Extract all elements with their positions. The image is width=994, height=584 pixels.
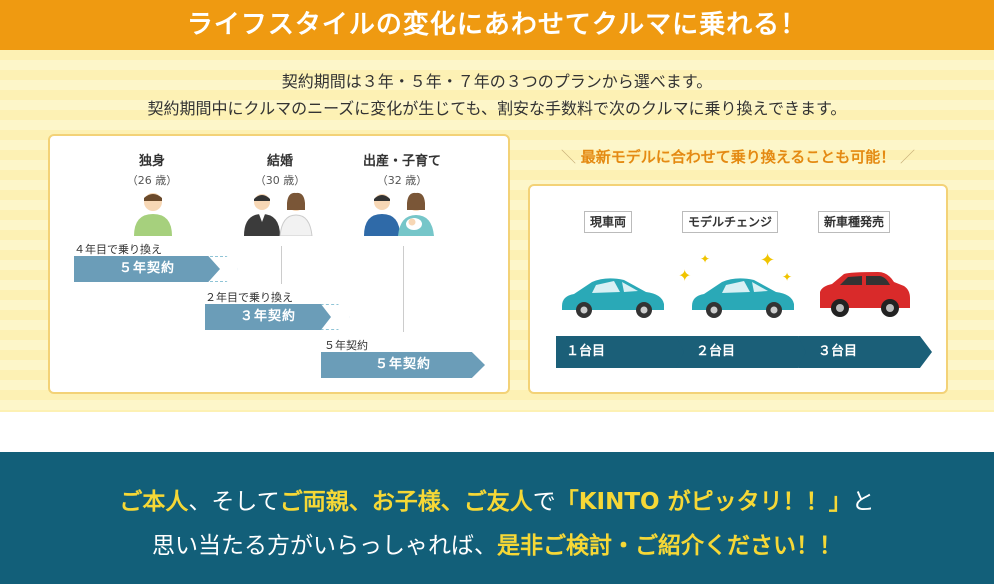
message-text: 思い当たる方がいらっしゃれば、 [152,533,497,559]
remaining-term-outline [200,256,238,282]
stage-marriage: 結婚 （30 歳） [240,150,320,188]
models-title: ＼ 最新モデルに合わせて乗り換えることも可能！ ／ [560,148,916,166]
stage-age: （26 歳） [126,174,178,187]
step-1: １台目 [556,336,690,368]
intro-line-2: 契約期間中にクルマのニーズに変化が生じても、割安な手数料で次のクルマに乗り換えで… [147,99,847,118]
contract-bar: ３年契約 [205,304,331,330]
step-2: ２台目 [676,336,810,368]
stage-title: 結婚 [266,154,293,169]
sparkle-icon: ✦ [678,266,692,285]
banner-title: ライフスタイルの変化にあわせてクルマに乗れる！ [0,0,994,50]
sparkle-icon: ✦ [782,270,793,284]
message-box [0,452,994,584]
bar-caption: ５年契約 [324,339,368,352]
car-1-icon [562,278,664,318]
car-3-icon [820,272,910,317]
timeline-divider [281,246,282,284]
tag-current-car: 現車両 [584,211,633,233]
stage-title: 出産・子育て [362,154,441,169]
message-highlight: 「KINTO がピッタリ！！」 [555,489,852,515]
stage-childcare: 出産・子育て （32 歳） [352,150,452,188]
stage-age: （32 歳） [376,174,428,187]
message-line-1: ご本人、そしてご両親、お子様、ご友人で「KINTO がピッタリ！！」と [0,482,994,516]
models-title-text: 最新モデルに合わせて乗り換えることも可能！ [580,148,896,166]
message-highlight: 是非ご検討・ご紹介ください！！ [497,533,842,559]
timeline-divider [403,246,404,332]
sparkle-icon: ✦ [700,252,711,266]
tag-model-change: モデルチェンジ [682,211,779,233]
car-2-icon [692,278,794,318]
single-person-icon [134,193,172,236]
contract-bar: ５年契約 [74,256,220,282]
bar-caption: ２年目で乗り換え [205,291,293,304]
stage-title: 独身 [138,154,165,169]
message-text: と [851,489,875,515]
family-icon [364,192,434,236]
intro-line-1: 契約期間は３年・５年・７年の３つのプランから選べます。 [281,72,713,91]
stage-single: 独身 （26 歳） [112,150,192,188]
contract-bar: ５年契約 [321,352,485,378]
step-3: ３台目 [798,336,932,368]
bar-caption: ４年目で乗り換え [74,243,162,256]
message-highlight: ご本人 [119,489,189,515]
message-text: 、そして [188,489,280,515]
remaining-term-outline [310,304,350,330]
tag-new-model: 新車種発売 [818,211,891,233]
couple-icon [244,192,313,236]
message-highlight: ご両親、お子様、ご友人 [279,489,533,515]
stage-age: （30 歳） [254,174,306,187]
message-text: で [532,489,556,515]
sparkle-icon: ✦ [760,250,776,271]
message-line-2: 思い当たる方がいらっしゃれば、是非ご検討・ご紹介ください！！ [0,526,994,560]
